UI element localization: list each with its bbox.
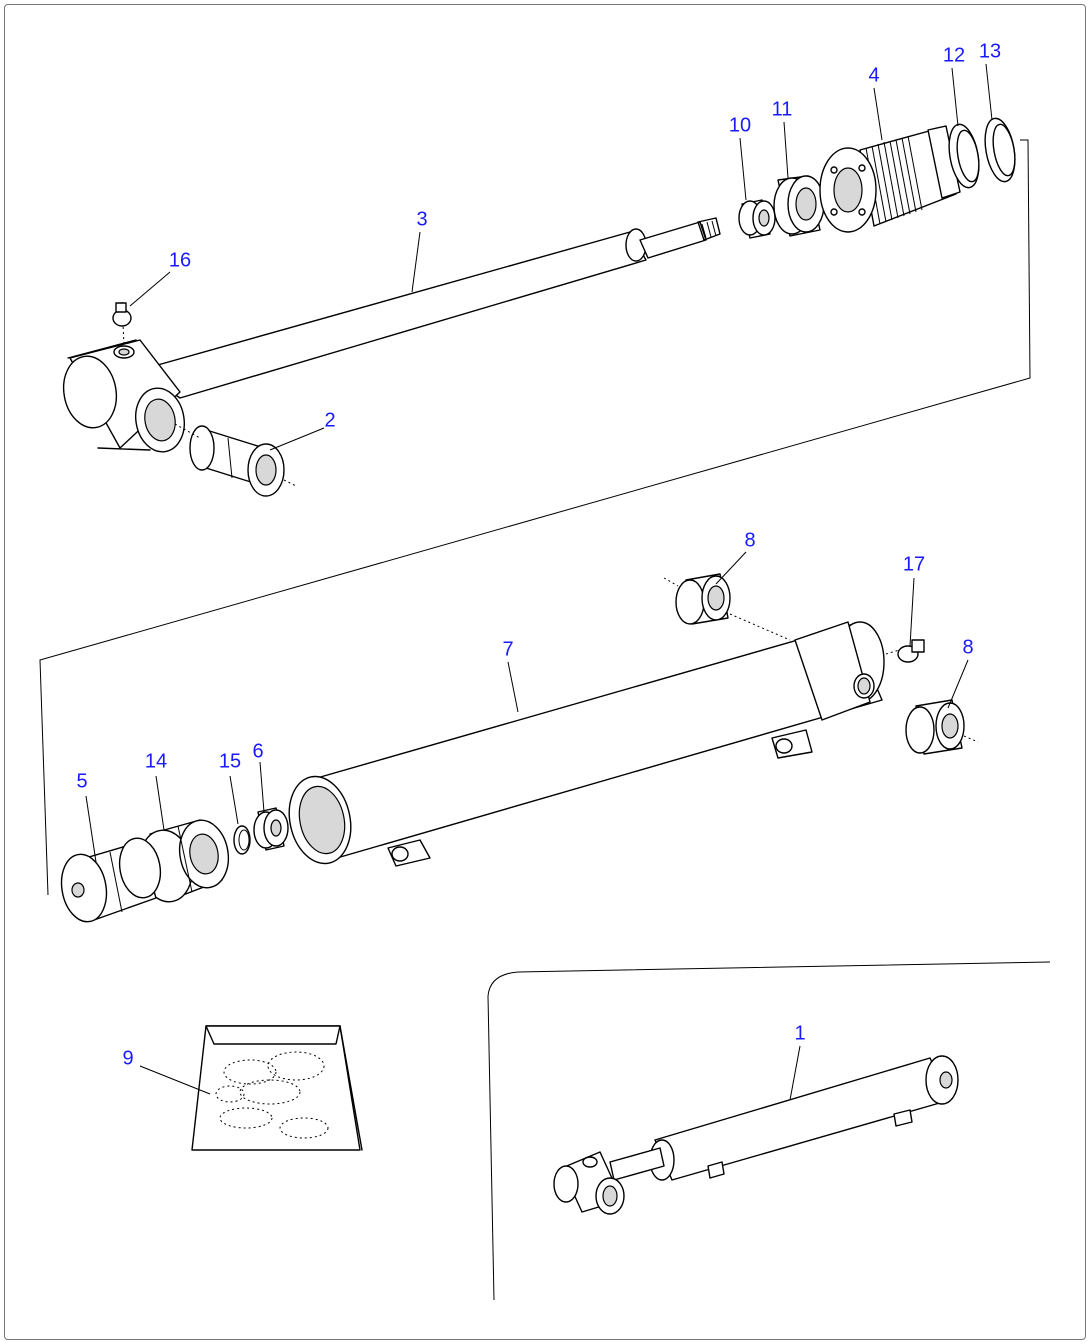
callout-8-upper: 8 — [744, 529, 756, 552]
ring-part-11 — [773, 175, 825, 237]
cylinder-assembly-part-1 — [553, 1055, 959, 1215]
callout-9: 9 — [122, 1047, 134, 1070]
bushing-part-2 — [174, 423, 297, 497]
bushing-part-8-upper — [663, 573, 791, 641]
fitting-part-17 — [885, 639, 925, 663]
callout-13: 13 — [978, 40, 1002, 63]
leader-lines — [85, 63, 993, 1101]
assembly-connection-line — [39, 139, 1031, 896]
o-ring-part-13 — [984, 117, 1016, 183]
callout-5: 5 — [76, 770, 88, 793]
callout-7: 7 — [502, 638, 514, 661]
callout-4: 4 — [868, 64, 880, 87]
callout-2: 2 — [324, 409, 336, 432]
snap-ring-part-15 — [233, 825, 251, 855]
callout-10: 10 — [728, 114, 752, 137]
inset-frame — [487, 961, 1051, 1301]
grease-fitting-part-16 — [112, 301, 132, 347]
callout-17: 17 — [902, 553, 926, 576]
bushing-part-8-lower — [905, 699, 979, 755]
o-ring-part-12 — [948, 123, 980, 189]
callout-16: 16 — [168, 249, 192, 272]
callout-3: 3 — [416, 208, 428, 231]
seal-part-10 — [738, 199, 776, 239]
callout-1: 1 — [794, 1022, 806, 1045]
callout-14: 14 — [144, 750, 168, 773]
nut-part-6 — [253, 807, 289, 851]
seal-kit-part-9 — [191, 1025, 363, 1151]
cylinder-tube-part-7 — [288, 621, 885, 867]
callout-15: 15 — [218, 750, 242, 773]
piston-rod-part-3 — [62, 217, 721, 453]
callout-11: 11 — [771, 98, 793, 121]
callout-6: 6 — [252, 740, 264, 763]
callout-8-lower: 8 — [962, 636, 974, 659]
diagram-frame — [4, 4, 1086, 1340]
callout-12: 12 — [942, 44, 966, 67]
cylinder-head-part-4 — [819, 125, 961, 233]
piston-part-5 — [60, 837, 162, 923]
